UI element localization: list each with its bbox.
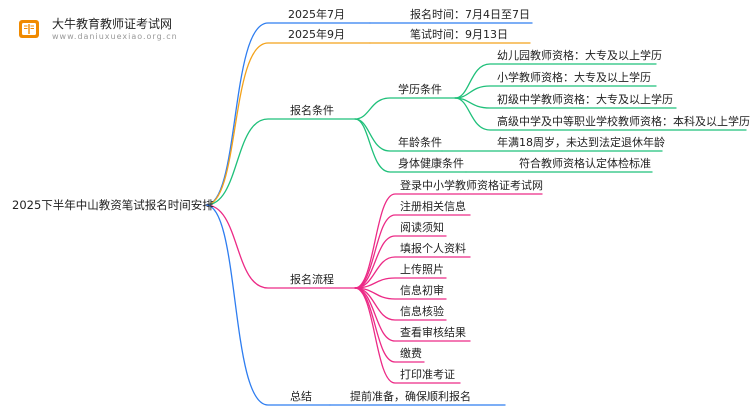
- edu-item: 幼儿园教师资格：大专及以上学历: [497, 49, 662, 62]
- connector-step-5: [354, 277, 447, 289]
- connector-edu: [354, 97, 456, 120]
- process-step: 信息核验: [400, 305, 444, 318]
- connector-b2: [205, 42, 371, 206]
- leaf-b2: 笔试时间：9月13日: [410, 28, 508, 41]
- connector-edu-4: [454, 97, 747, 131]
- connector-b3: [205, 118, 356, 206]
- process-step: 信息初审: [400, 284, 444, 297]
- process-step: 填报个人资料: [400, 242, 466, 255]
- process-step: 登录中小学教师资格证考试网: [400, 179, 543, 192]
- book-logo-icon: [19, 20, 39, 38]
- connector-b1: [205, 22, 371, 206]
- connector-step-10: [354, 287, 461, 384]
- process-step: 注册相关信息: [400, 200, 466, 213]
- branch-label-b3: 报名条件: [290, 104, 334, 117]
- edu-item: 高级中学及中等职业学校教师资格：本科及以上学历: [497, 115, 750, 128]
- connector-b4: [205, 204, 356, 289]
- edu-label: 学历条件: [398, 83, 442, 96]
- branch-label-b1: 2025年7月: [288, 8, 345, 21]
- connector-health: [354, 118, 467, 173]
- brand-name: 大牛教育教师证考试网: [52, 17, 173, 31]
- edu-item: 初级中学教师资格：大专及以上学历: [497, 93, 673, 106]
- process-step: 打印准考证: [400, 368, 455, 381]
- connector-edu-2: [454, 85, 657, 99]
- connector-b5: [205, 204, 331, 406]
- root-topic: 2025下半年中山教资笔试报名时间安排: [12, 198, 214, 212]
- process-step: 阅读须知: [400, 221, 444, 234]
- age-leaf: 年满18周岁，未达到法定退休年龄: [497, 136, 665, 149]
- age-label: 年龄条件: [398, 136, 442, 149]
- process-step: 缴费: [400, 347, 422, 360]
- edu-item: 小学教师资格：大专及以上学历: [497, 71, 651, 84]
- branch-label-b4: 报名流程: [290, 273, 334, 286]
- connector-step-3: [354, 235, 447, 289]
- connector-step-1: [354, 193, 543, 289]
- health-leaf: 符合教师资格认定体检标准: [519, 157, 651, 170]
- branch-label-b2: 2025年9月: [288, 28, 345, 41]
- brand-url: www.daniuxuexiao.org.cn: [52, 32, 178, 41]
- connector-step-2: [354, 214, 471, 289]
- branch-label-b5: 总结: [290, 390, 312, 403]
- leaf-b5: 提前准备，确保顺利报名: [350, 390, 471, 403]
- health-label: 身体健康条件: [398, 157, 464, 170]
- leaf-b1: 报名时间：7月4日至7日: [410, 8, 530, 21]
- process-step: 查看审核结果: [400, 326, 466, 339]
- process-step: 上传照片: [400, 263, 444, 276]
